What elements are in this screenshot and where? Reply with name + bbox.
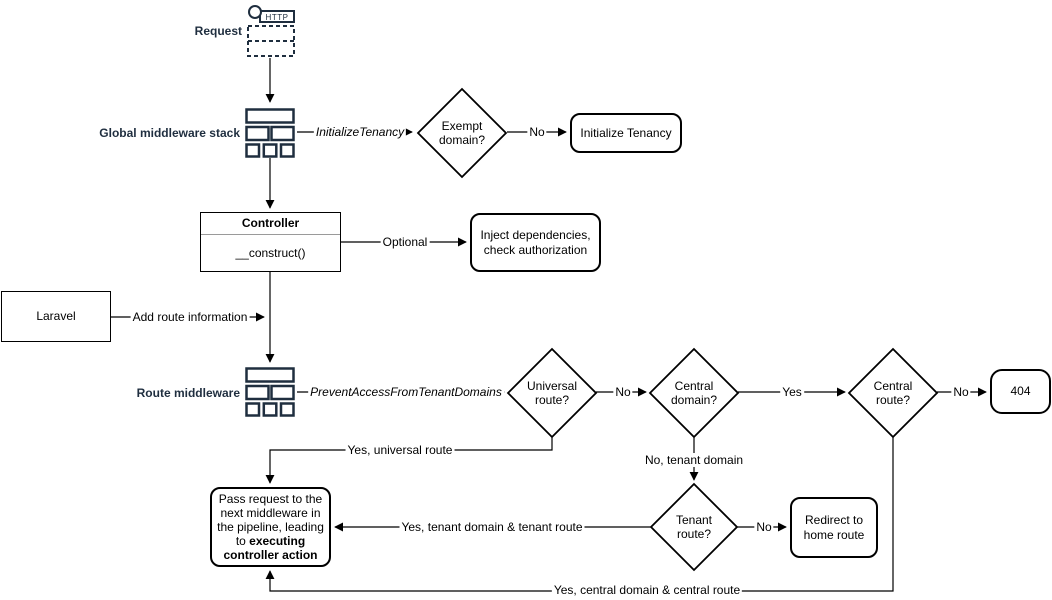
edge-label-optional: Optional (380, 235, 430, 249)
decision-exempt-domain-label: Exempt domain? (438, 118, 486, 147)
decision-central-domain (648, 347, 740, 439)
inject-dependencies-label: Inject dependencies, check authorization (480, 228, 591, 257)
pass-request-bold-text: executing controller action (223, 534, 318, 563)
pass-request-text: Pass request to the next middleware in t… (217, 491, 324, 549)
edge-label-initialize-tenancy: InitializeTenancy (313, 125, 407, 139)
middleware-stack-icon (245, 108, 295, 158)
edge-label-yes-central-domain: Yes (780, 385, 804, 399)
edge-label-add-route-information: Add route information (130, 310, 250, 324)
decision-central-domain-label: Central domain? (670, 378, 718, 407)
global-middleware-stack-label: Global middleware stack (99, 126, 240, 140)
request-label: Request (194, 24, 242, 38)
edge-label-no-tenant-domain: No, tenant domain (642, 453, 746, 467)
decision-universal-route-label: Universal route? (526, 378, 577, 407)
initialize-tenancy-label: Initialize Tenancy (580, 125, 672, 140)
edge-label-yes-central-domain-route: Yes, central domain & central route (551, 583, 743, 597)
initialize-tenancy-node: Initialize Tenancy (570, 113, 682, 153)
edge-label-no-exempt: No (527, 125, 547, 139)
http-request-icon: HTTP (247, 5, 295, 57)
decision-central-route (847, 347, 939, 439)
controller-title: Controller (201, 213, 340, 235)
edge-label-no-universal: No (613, 385, 633, 399)
not-found-label: 404 (1010, 384, 1031, 399)
controller-node: Controller __construct() (200, 212, 341, 272)
edge-label-no-central-route: No (951, 385, 971, 399)
edge-label-no-tenant-route: No (754, 520, 774, 534)
pass-request-label: Pass request to the next middleware in t… (213, 492, 328, 563)
decision-tenant-route-label: Tenant route? (675, 512, 713, 541)
decision-central-route-label: Central route? (873, 378, 913, 407)
http-icon-text: HTTP (266, 13, 289, 22)
route-middleware-label: Route middleware (136, 386, 240, 400)
inject-dependencies-node: Inject dependencies, check authorization (470, 213, 601, 272)
edge-label-yes-universal-route: Yes, universal route (345, 443, 455, 457)
decision-exempt-domain (416, 87, 508, 179)
pass-request-node: Pass request to the next middleware in t… (210, 487, 331, 567)
middleware-stack-icon (245, 367, 295, 417)
laravel-node: Laravel (1, 291, 111, 342)
redirect-home-node: Redirect to home route (790, 497, 878, 558)
redirect-home-label: Redirect to home route (803, 513, 865, 542)
edge-label-prevent-access: PreventAccessFromTenantDomains (308, 385, 504, 399)
not-found-node: 404 (990, 369, 1051, 414)
laravel-label: Laravel (36, 309, 76, 324)
edge-label-yes-tenant-domain-route: Yes, tenant domain & tenant route (399, 520, 585, 534)
controller-method: __construct() (235, 246, 306, 261)
decision-tenant-route (649, 482, 739, 572)
decision-universal-route (506, 347, 598, 439)
